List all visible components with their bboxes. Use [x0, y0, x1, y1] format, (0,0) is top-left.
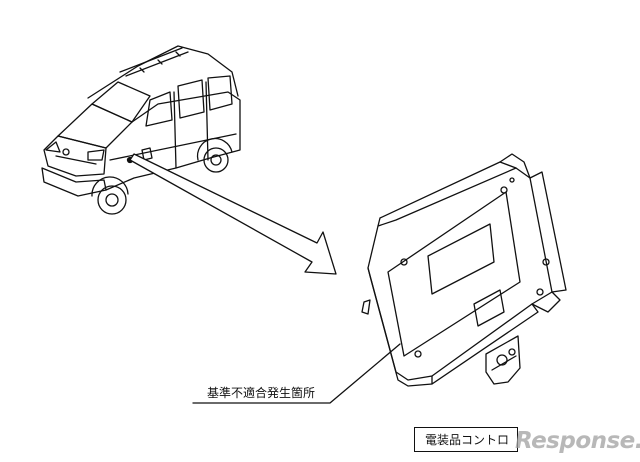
location-arrow — [126, 153, 337, 275]
component-name-label: 電装品コントロ — [414, 427, 519, 452]
control-unit-illustration — [361, 153, 567, 387]
vehicle-illustration — [41, 45, 241, 215]
defect-location-label: 基準不適合発生箇所 — [207, 386, 316, 400]
callout-leader-line — [192, 343, 401, 404]
response-watermark: Response. — [515, 428, 640, 454]
